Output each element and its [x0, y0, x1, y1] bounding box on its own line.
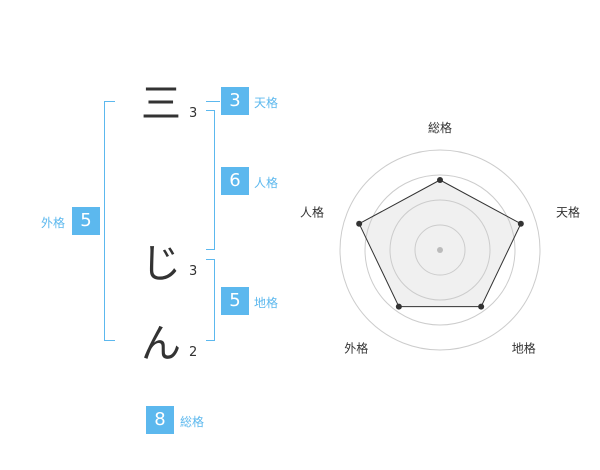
radar-point-4	[395, 303, 402, 310]
radar-ring-3	[364, 174, 516, 326]
name-char-2: じ	[141, 241, 181, 287]
name-char-1: 三	[141, 81, 181, 127]
radar-data-area	[359, 180, 521, 307]
stroke-count-1: 3	[189, 106, 198, 121]
stroke-count-3: 2	[189, 345, 198, 360]
radar-data-outline	[358, 179, 522, 308]
radar-point-5	[356, 220, 363, 227]
jinkaku-value: 6	[221, 167, 249, 195]
name-char-3: ん	[141, 321, 181, 367]
soukaku-value: 8	[146, 406, 174, 434]
chikaku-bracket	[206, 259, 215, 341]
stroke-count-2: 3	[189, 264, 198, 279]
chikaku-value: 5	[221, 287, 249, 315]
radar-axis-label-2: 天格	[556, 204, 580, 219]
radar-axis-label-4: 外格	[344, 341, 368, 356]
radar-ring-1	[414, 224, 466, 276]
jinkaku-bracket	[206, 110, 215, 250]
tenkaku-label: 天格	[254, 96, 279, 110]
soukaku-label: 総格	[180, 415, 205, 429]
radar-center-dot	[437, 247, 443, 253]
radar-point-2	[517, 220, 524, 227]
jinkaku-label: 人格	[254, 176, 279, 190]
radar-ring-2	[389, 199, 491, 301]
tenkaku-value: 3	[221, 87, 249, 115]
radar-point-1	[437, 177, 443, 183]
radar-axis-label-3: 地格	[512, 341, 536, 356]
radar-axis-label-5: 人格	[300, 204, 324, 219]
tenkaku-bracket	[206, 101, 220, 102]
gaikaku-bracket	[104, 101, 115, 341]
gaikaku-label: 外格	[41, 216, 66, 230]
radar-point-3	[478, 303, 485, 310]
gaikaku-value: 5	[72, 207, 100, 235]
chikaku-label: 地格	[254, 296, 279, 310]
radar-axis-label-1: 総格	[428, 120, 452, 135]
